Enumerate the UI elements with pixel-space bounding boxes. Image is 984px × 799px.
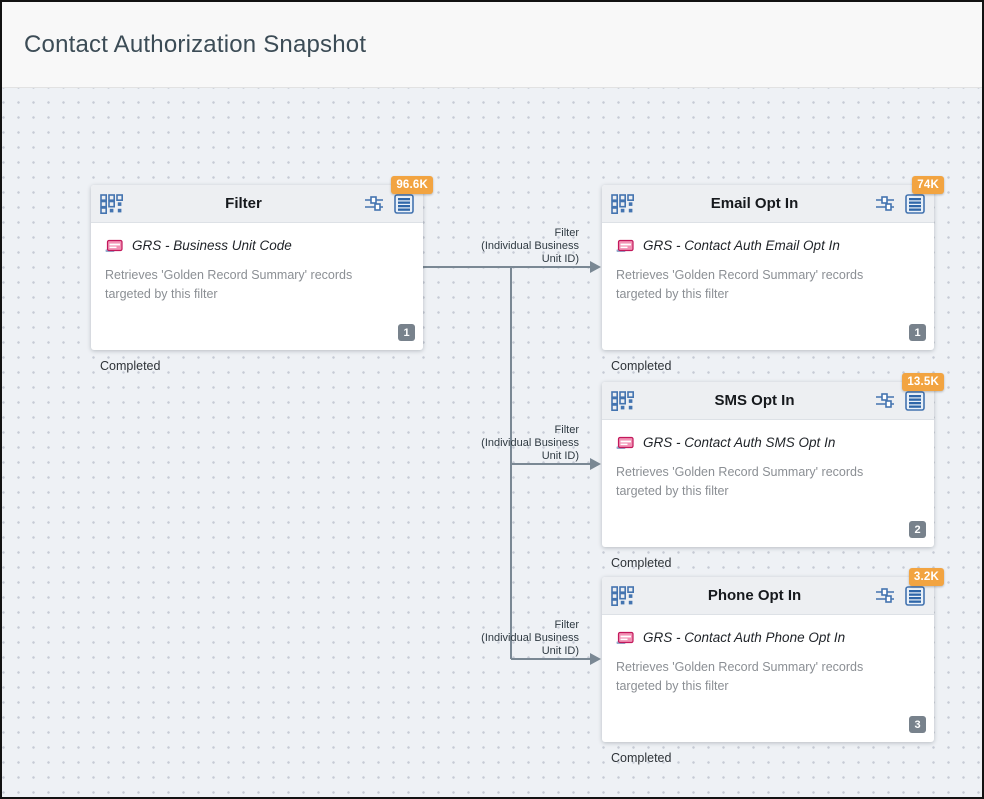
header-bar: Contact Authorization Snapshot bbox=[2, 2, 982, 88]
connector-label: Filter (Individual Business Unit ID) bbox=[481, 424, 579, 462]
step-number-badge: 2 bbox=[909, 521, 926, 538]
status-label: Completed bbox=[611, 359, 672, 373]
flow-canvas[interactable]: Filter (Individual Business Unit ID) Fil… bbox=[2, 88, 982, 796]
node-header: Phone Opt In bbox=[602, 577, 934, 615]
node-header: Email Opt In bbox=[602, 185, 934, 223]
activity-grid-icon bbox=[611, 585, 634, 606]
sliders-icon[interactable] bbox=[875, 587, 895, 604]
node-body: GRS - Contact Auth SMS Opt In Retrieves … bbox=[602, 420, 934, 546]
status-label: Completed bbox=[100, 359, 161, 373]
node-description: Retrieves 'Golden Record Summary' record… bbox=[616, 268, 864, 301]
sliders-icon[interactable] bbox=[875, 392, 895, 409]
step-number-badge: 1 bbox=[398, 324, 415, 341]
node-filter[interactable]: 96.6K Filter GRS - Business Un bbox=[91, 176, 433, 350]
status-label: Completed bbox=[611, 556, 672, 570]
node-body: GRS - Contact Auth Phone Opt In Retrieve… bbox=[602, 615, 934, 741]
list-icon[interactable] bbox=[905, 585, 925, 606]
step-number-badge: 1 bbox=[909, 324, 926, 341]
status-label: Completed bbox=[611, 751, 672, 765]
node-sms-opt-in[interactable]: 13.5K SMS Opt In GRS - Contact bbox=[602, 373, 944, 547]
sliders-icon[interactable] bbox=[364, 195, 384, 212]
node-header: Filter bbox=[91, 185, 423, 223]
record-count-badge: 3.2K bbox=[908, 568, 944, 586]
node-description: Retrieves 'Golden Record Summary' record… bbox=[616, 660, 864, 693]
data-extension-icon bbox=[616, 631, 635, 645]
connector-label: Filter (Individual Business Unit ID) bbox=[481, 619, 579, 657]
record-count-badge: 13.5K bbox=[902, 373, 944, 391]
node-phone-opt-in[interactable]: 3.2K Phone Opt In GRS - Contac bbox=[602, 568, 944, 742]
node-title: Phone Opt In bbox=[707, 587, 802, 604]
node-body: GRS - Business Unit Code Retrieves 'Gold… bbox=[91, 223, 423, 349]
source-name: GRS - Business Unit Code bbox=[132, 238, 292, 253]
data-extension-icon bbox=[105, 239, 124, 253]
activity-grid-icon bbox=[611, 193, 634, 214]
connector-label: Filter (Individual Business Unit ID) bbox=[481, 227, 579, 265]
list-icon[interactable] bbox=[905, 390, 925, 411]
data-extension-icon bbox=[616, 436, 635, 450]
node-title: Filter bbox=[225, 195, 262, 212]
node-header: SMS Opt In bbox=[602, 382, 934, 420]
activity-grid-icon bbox=[611, 390, 634, 411]
data-extension-icon bbox=[616, 239, 635, 253]
node-title: Email Opt In bbox=[710, 195, 799, 212]
node-description: Retrieves 'Golden Record Summary' record… bbox=[105, 268, 353, 301]
source-name: GRS - Contact Auth Email Opt In bbox=[643, 238, 840, 253]
node-body: GRS - Contact Auth Email Opt In Retrieve… bbox=[602, 223, 934, 349]
connector-lines bbox=[423, 261, 601, 665]
sliders-icon[interactable] bbox=[875, 195, 895, 212]
list-icon[interactable] bbox=[394, 193, 414, 214]
source-name: GRS - Contact Auth SMS Opt In bbox=[643, 435, 836, 450]
record-count-badge: 96.6K bbox=[391, 176, 433, 194]
source-name: GRS - Contact Auth Phone Opt In bbox=[643, 630, 846, 645]
node-description: Retrieves 'Golden Record Summary' record… bbox=[616, 465, 864, 498]
node-email-opt-in[interactable]: 74K Email Opt In GRS - Contact bbox=[602, 176, 944, 350]
record-count-badge: 74K bbox=[912, 176, 944, 194]
page-title: Contact Authorization Snapshot bbox=[24, 30, 367, 58]
activity-grid-icon bbox=[100, 193, 123, 214]
node-title: SMS Opt In bbox=[714, 392, 795, 409]
list-icon[interactable] bbox=[905, 193, 925, 214]
step-number-badge: 3 bbox=[909, 716, 926, 733]
